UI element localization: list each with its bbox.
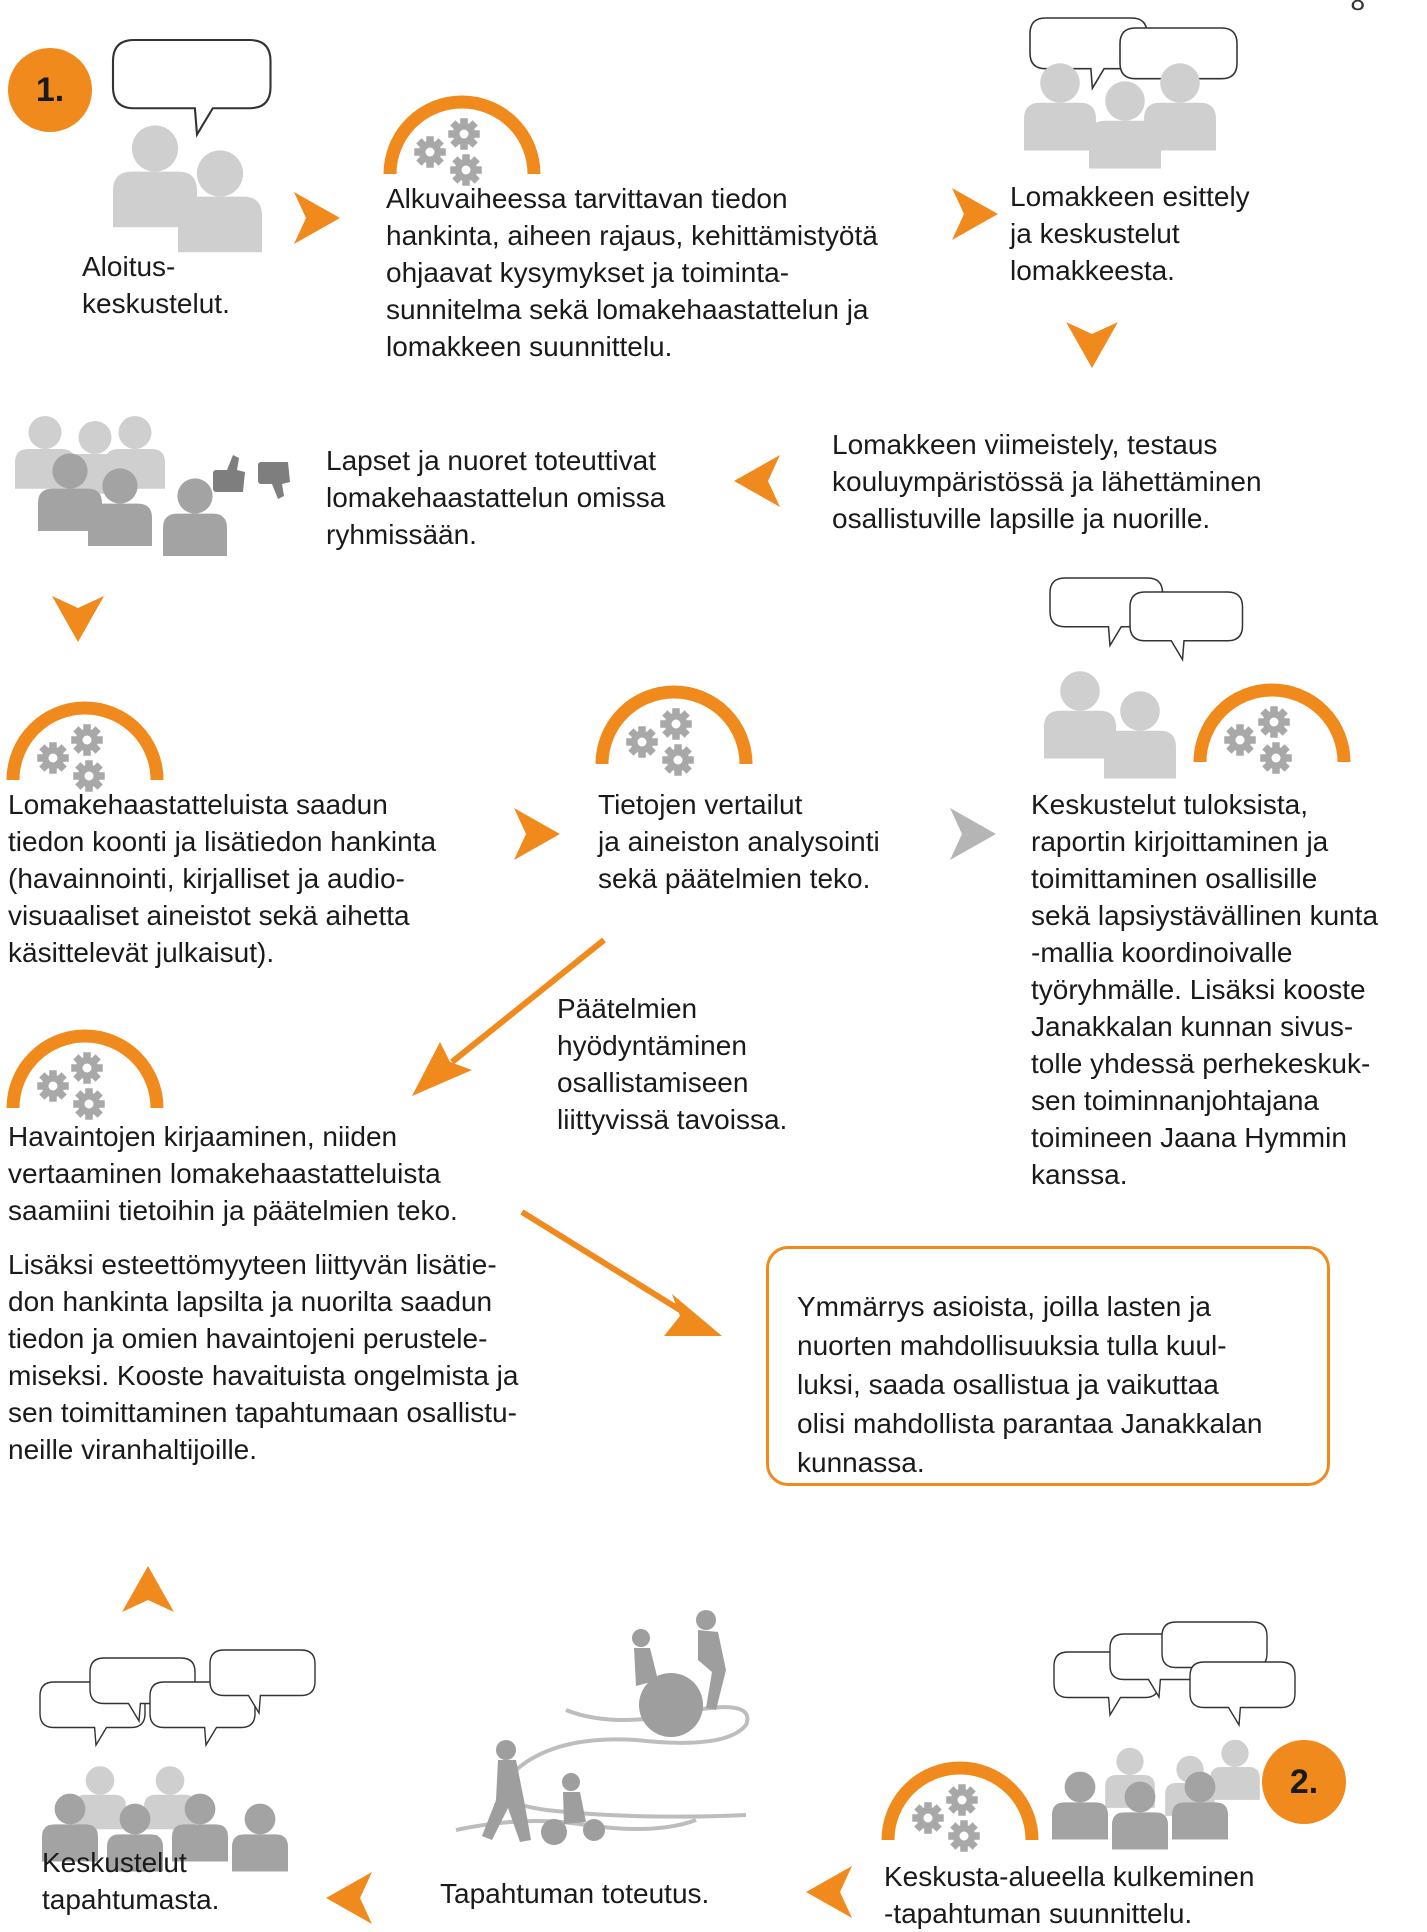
step-form-finalization: Lomakkeen viimeistely, testaus kouluympä… <box>832 429 1262 534</box>
chevron-up-icon <box>122 1566 174 1612</box>
crowd-conversation-icon <box>39 1649 316 1872</box>
outcome-text: Ymmärrys asioista, joilla lasten ja nuor… <box>797 1291 1263 1478</box>
step-utilization-label: Päätelmien hyödyntäminen osallistamiseen… <box>557 993 788 1135</box>
page-number: 8 <box>1350 0 1365 16</box>
chevron-right-icon <box>950 808 996 860</box>
step-aloituskeskustelut: Aloitus- keskustelut. <box>82 251 230 319</box>
step-observations: Havaintojen kirjaaminen, niiden vertaami… <box>8 1121 458 1226</box>
step-event-planning: Keskusta-alueella kulkeminen -tapahtuman… <box>884 1861 1255 1929</box>
group-feedback-icon <box>15 416 290 556</box>
step-results-discussion: Keskustelut tuloksista, raportin kirjoit… <box>1031 789 1379 1190</box>
step-event-implementation: Tapahtuman toteutus. <box>440 1878 710 1909</box>
step-planning: Alkuvaiheessa tarvittavan tiedon hankint… <box>386 183 878 362</box>
step-children-interviews: Lapset ja nuoret toteuttivat lomakehaast… <box>326 445 666 550</box>
event-activity-icon <box>455 1610 750 1845</box>
step-analysis: Tietojen vertailut ja aineiston analysoi… <box>598 789 880 894</box>
step-form-presentation: Lomakkeen esittely ja keskustelut lomakk… <box>1010 181 1250 286</box>
step-badge-1: 1. <box>8 48 92 132</box>
gears-icon <box>5 1016 175 1126</box>
crowd-conversation-icon <box>1052 1621 1296 1850</box>
outcome-box: Ymmärrys asioista, joilla lasten ja nuor… <box>766 1246 1330 1486</box>
step-accessibility-info: Lisäksi esteettömyyteen liittyvän lisäti… <box>8 1249 519 1465</box>
chevron-left-icon <box>806 1866 852 1918</box>
step-data-collection: Lomakehaastatteluista saadun tiedon koon… <box>8 789 437 968</box>
step-event-discussion: Keskustelut tapahtumasta. <box>42 1847 220 1915</box>
step-badge-2: 2. <box>1262 1740 1346 1824</box>
gears-icon <box>880 1748 1050 1858</box>
chevron-left-icon <box>326 1872 372 1924</box>
